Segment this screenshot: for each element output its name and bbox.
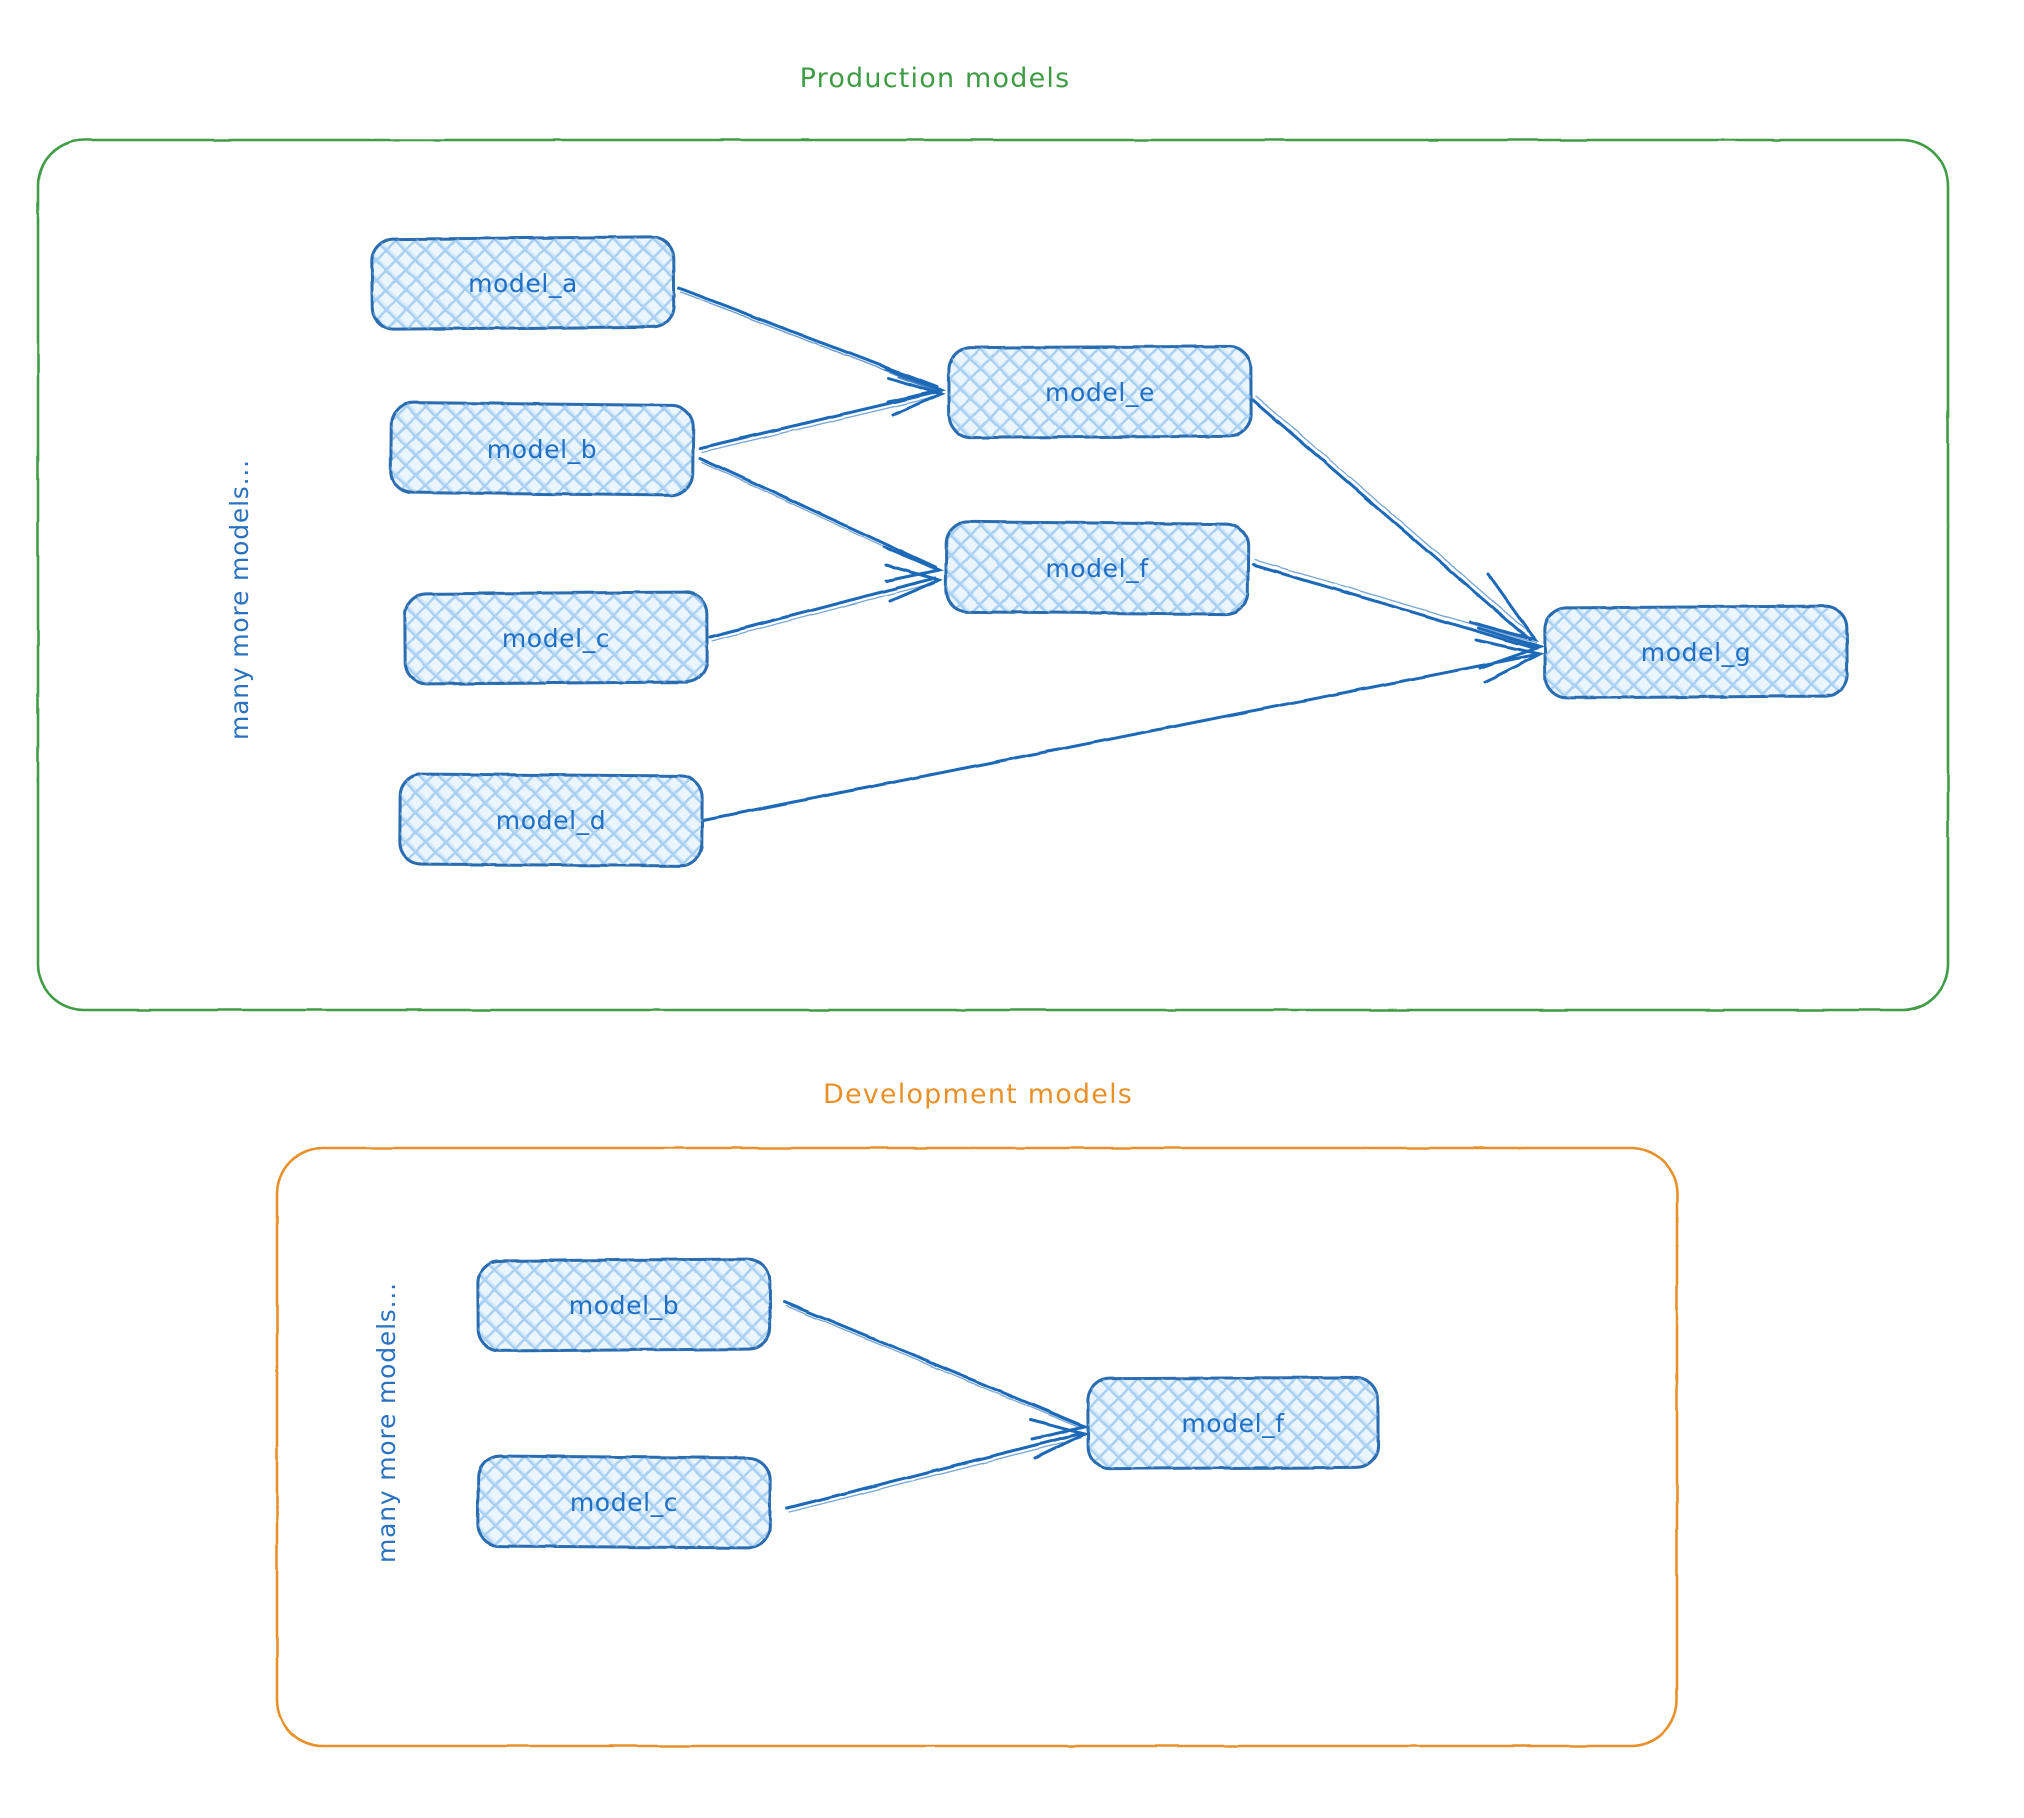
node-model_b[interactable] bbox=[389, 401, 695, 497]
node-model_f[interactable] bbox=[944, 520, 1250, 616]
node-label-model_c: model_c bbox=[502, 624, 610, 653]
edge-dev_model_c-dev_model_f bbox=[785, 1418, 1090, 1513]
node-label-model_b: model_b bbox=[487, 435, 597, 464]
development-group-border bbox=[275, 1146, 1679, 1748]
production-group-title: Production models bbox=[800, 63, 1071, 94]
edge-model_e-model_g bbox=[1251, 395, 1539, 643]
edge-model_f-model_g bbox=[1251, 559, 1545, 670]
node-model_e[interactable] bbox=[947, 344, 1253, 440]
node-label-model_f: model_f bbox=[1045, 554, 1149, 583]
group-development: Development models many more models... m… bbox=[275, 1079, 1679, 1748]
node-label-dev-model_f: model_f bbox=[1181, 1409, 1285, 1438]
node-model_c[interactable] bbox=[403, 590, 709, 686]
production-group-border bbox=[36, 138, 1950, 1012]
production-side-note: many more models... bbox=[225, 459, 254, 740]
node-model_g[interactable] bbox=[1543, 604, 1849, 700]
development-group-title: Development models bbox=[823, 1079, 1133, 1110]
node-dev-model_f[interactable] bbox=[1086, 1375, 1380, 1471]
development-side-note: many more models... bbox=[372, 1282, 401, 1563]
node-label-model_e: model_e bbox=[1045, 378, 1155, 407]
production-edges bbox=[677, 286, 1545, 822]
node-label-model_d: model_d bbox=[496, 806, 606, 835]
node-dev-model_b[interactable] bbox=[476, 1257, 772, 1353]
node-model_a[interactable] bbox=[370, 235, 676, 331]
edge-model_d-model_g bbox=[701, 638, 1545, 822]
development-edges bbox=[782, 1300, 1090, 1513]
node-model_d[interactable] bbox=[398, 772, 704, 868]
edge-model_c-model_f bbox=[708, 563, 944, 642]
edge-model_a-model_e bbox=[677, 286, 947, 404]
node-label-dev-model_c: model_c bbox=[570, 1488, 678, 1517]
node-label-model_a: model_a bbox=[468, 269, 578, 298]
node-dev-model_c[interactable] bbox=[476, 1454, 772, 1550]
edge-model_b-model_e bbox=[698, 376, 946, 453]
group-production: Production models many more models... bbox=[36, 63, 1950, 1012]
node-label-dev-model_b: model_b bbox=[569, 1291, 679, 1320]
node-label-model_g: model_g bbox=[1641, 638, 1751, 667]
edge-dev_model_b-dev_model_f bbox=[782, 1300, 1090, 1441]
edge-model_b-model_f bbox=[698, 456, 945, 583]
